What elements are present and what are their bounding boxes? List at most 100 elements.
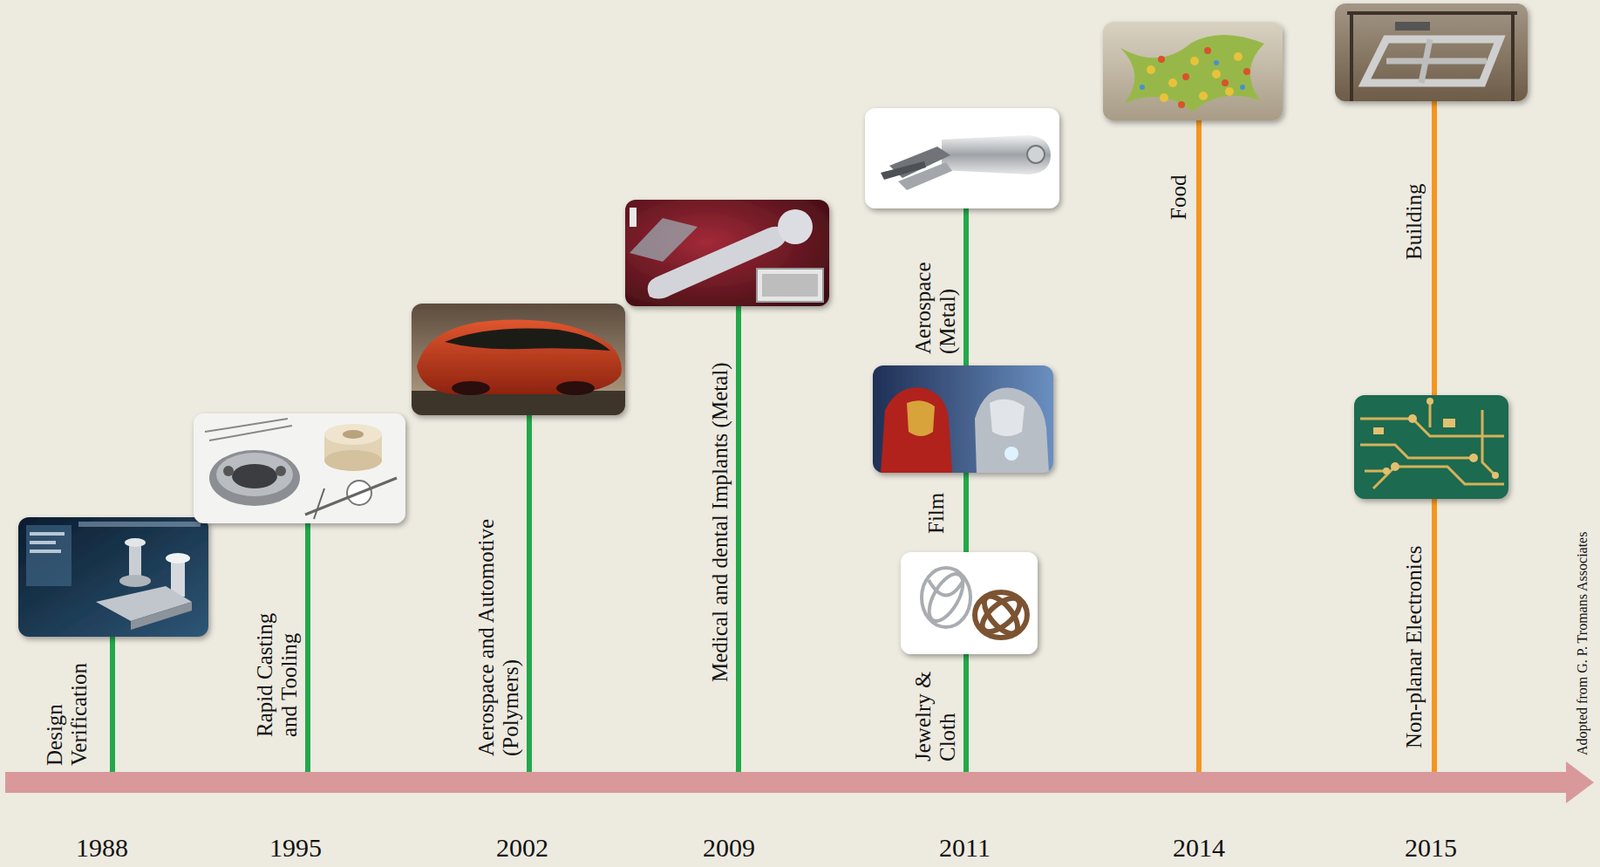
art-rect [872, 365, 1054, 473]
art-circle [1190, 56, 1199, 66]
art-circle [1426, 397, 1434, 405]
year-label: 2002 [496, 832, 549, 862]
year-label: 2009 [702, 832, 756, 862]
art-ellipse [165, 552, 191, 564]
art-ellipse [324, 423, 382, 445]
art-rect [18, 517, 209, 637]
art-circle [1004, 446, 1019, 461]
art-g [872, 365, 1054, 473]
art-rect [1102, 21, 1283, 121]
stem-label: Film [924, 492, 949, 534]
art-g [864, 108, 1060, 209]
art-g [193, 413, 406, 524]
art-rect [756, 268, 824, 302]
stem-label: Medical and dental Implants (Metal) [708, 361, 733, 682]
art-circle [1159, 93, 1169, 103]
art-rect [1395, 21, 1430, 31]
art-g [411, 303, 626, 416]
art-circle [1239, 84, 1246, 90]
art-ellipse [209, 449, 300, 506]
art-path [305, 477, 397, 515]
art-g [1146, 52, 1243, 103]
art-path [1347, 13, 1518, 102]
art-circle [1182, 73, 1190, 81]
year-label: 2015 [1404, 832, 1458, 862]
art-circle [1390, 462, 1400, 471]
art-rect [193, 413, 406, 524]
art-rect [78, 521, 201, 527]
art-path [928, 579, 964, 596]
art-path [95, 585, 192, 621]
art-g [921, 567, 971, 627]
art-ellipse [451, 381, 491, 395]
year-label: 1995 [269, 832, 322, 862]
source-note: Adopted from G. P. Tromans Associates [1574, 531, 1591, 756]
aerospace-metal-picture [864, 108, 1060, 209]
art-circle [1408, 414, 1417, 423]
stem-label: Jewelry & Cloth [911, 652, 960, 762]
car-picture [411, 303, 626, 416]
art-rect [29, 531, 65, 536]
art-rect [5, 771, 1568, 793]
art-g [1360, 401, 1505, 489]
art-rect [1443, 418, 1456, 428]
art-path [1482, 409, 1496, 476]
art-circle [1382, 467, 1390, 475]
art-rect [129, 542, 142, 579]
art-rect [26, 524, 72, 586]
art-ellipse [324, 449, 382, 471]
art-ellipse [556, 381, 595, 395]
art-ellipse [231, 463, 278, 489]
art-path [880, 387, 953, 473]
art-ellipse [216, 452, 293, 497]
art-circle [1168, 78, 1178, 88]
implant-picture [625, 199, 830, 307]
art-rect [411, 303, 626, 416]
art-g [625, 199, 830, 307]
time-axis [5, 761, 1594, 804]
art-g [1157, 47, 1251, 109]
art-path [1120, 34, 1265, 112]
art-g [900, 551, 1038, 654]
art-g [1139, 60, 1246, 90]
art-ellipse [342, 429, 364, 439]
electronics-picture [1354, 394, 1509, 499]
art-path [313, 488, 325, 519]
art-circle [1027, 145, 1045, 164]
art-path [989, 399, 1025, 436]
year-label: 2011 [939, 832, 991, 862]
art-g [1334, 3, 1528, 102]
art-rect [29, 549, 62, 553]
art-path [732, 252, 739, 783]
art-circle [1491, 471, 1499, 479]
stem-label: Rapid Casting and Tooling [252, 592, 301, 737]
art-rect [1354, 394, 1509, 499]
art-path [974, 387, 1049, 473]
art-rect [1334, 3, 1528, 102]
art-circle [1139, 84, 1145, 90]
art-g [974, 590, 1028, 639]
art-ellipse [976, 592, 1025, 638]
art-ellipse [124, 537, 146, 547]
film-picture [872, 365, 1054, 473]
stem-label: Building [1402, 183, 1427, 260]
building-picture [1334, 3, 1528, 102]
art-rect [762, 273, 818, 297]
art-circle [223, 465, 234, 477]
art-path [906, 400, 935, 436]
art-circle [1146, 65, 1156, 75]
art-path [1194, 69, 1199, 783]
art-circle [1225, 87, 1234, 96]
jewelry-picture [900, 551, 1038, 654]
art-circle [1469, 453, 1478, 463]
art-circle [1213, 60, 1219, 66]
year-label: 1988 [75, 832, 129, 862]
stem-label: Non-planar Electronics [1402, 544, 1427, 749]
art-path [629, 217, 698, 262]
art-circle [1198, 91, 1208, 101]
art-path [1429, 401, 1432, 428]
art-rect [864, 108, 1060, 209]
art-rect [411, 390, 626, 416]
